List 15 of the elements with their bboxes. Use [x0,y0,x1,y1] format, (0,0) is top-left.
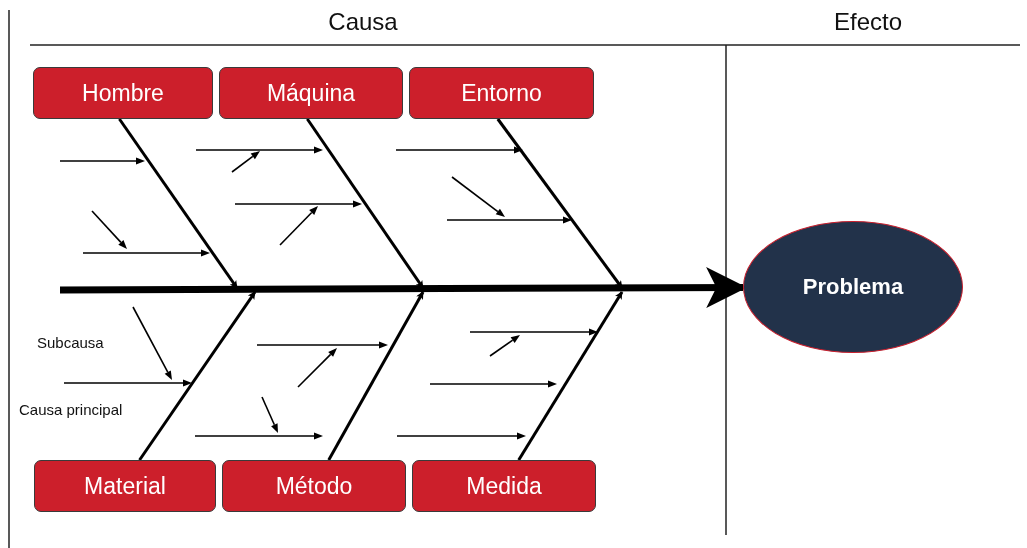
bone-arrow [517,291,624,461]
category-box: Entorno [409,67,594,119]
category-box: Hombre [33,67,213,119]
subcause-label: Subcausa [37,334,104,351]
bone-arrow [118,118,239,289]
category-box: Medida [412,460,596,512]
category-box: Máquina [219,67,403,119]
bone-arrow [327,291,425,461]
category-box: Material [34,460,216,512]
column-heading: Efecto [834,8,902,36]
column-heading: Causa [328,8,398,36]
effect-ellipse: Problema [743,221,963,353]
category-box: Método [222,460,406,512]
bone-arrow [138,291,257,461]
main-cause-label: Causa principal [19,401,123,418]
